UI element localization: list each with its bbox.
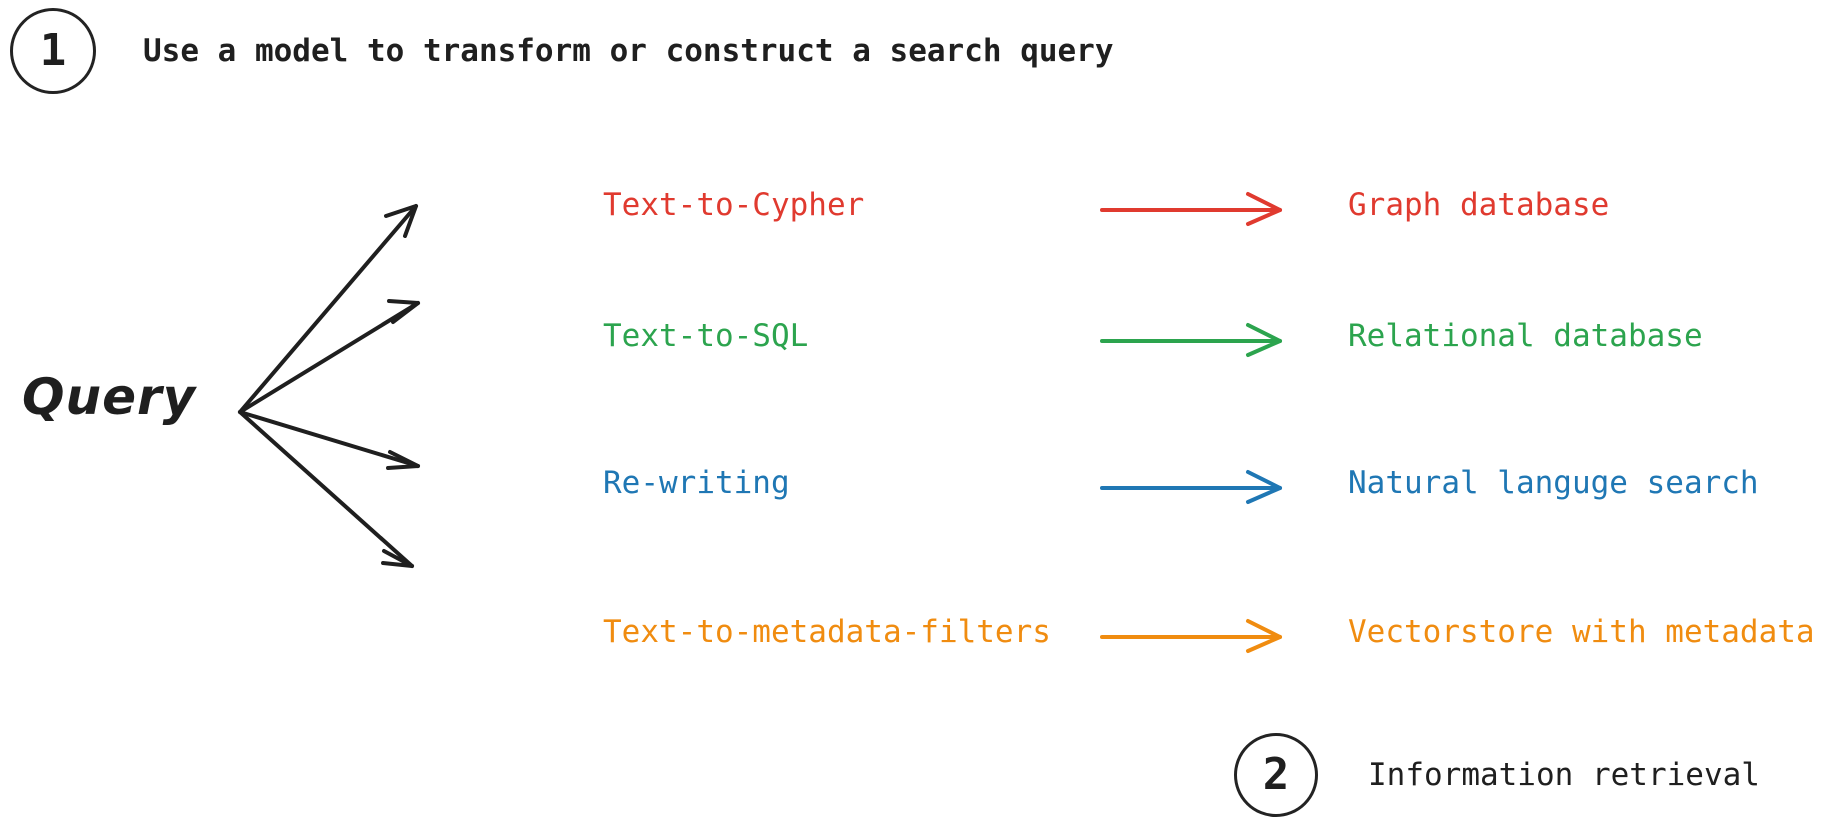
transform-label-re-writing: Re-writing xyxy=(603,465,790,501)
target-label-relational-database: Relational database xyxy=(1348,318,1703,354)
target-label-graph-database: Graph database xyxy=(1348,187,1610,223)
transform-label-text-to-sql: Text-to-SQL xyxy=(603,318,809,354)
step-1-badge: 1 xyxy=(10,8,96,94)
step-2-group: 2 Information retrieval xyxy=(1234,733,1760,817)
target-label-vectorstore-with-metadata: Vectorstore with metadata xyxy=(1348,614,1815,650)
transform-label-text-to-metadata-filters: Text-to-metadata-filters xyxy=(603,614,1051,650)
query-source-label: Query xyxy=(22,368,197,426)
step-2-number: 2 xyxy=(1262,749,1290,800)
pipeline-row: Text-to-metadata-filters Vectorstore wit… xyxy=(0,610,1841,666)
pipeline-row: Text-to-SQL Relational database xyxy=(0,314,1841,370)
pipeline-row: Text-to-Cypher Graph database xyxy=(0,183,1841,239)
transform-label-text-to-cypher: Text-to-Cypher xyxy=(603,187,865,223)
step-1-label: Use a model to transform or construct a … xyxy=(143,33,1114,69)
step-2-badge: 2 xyxy=(1234,733,1318,817)
step-2-label: Information retrieval xyxy=(1368,757,1760,793)
arrow-right-icon xyxy=(1100,192,1282,226)
step-1-number: 1 xyxy=(39,25,67,76)
arrow-right-icon xyxy=(1100,619,1282,653)
arrow-right-icon xyxy=(1100,470,1282,504)
arrow-right-icon xyxy=(1100,323,1282,357)
target-label-natural-language-search: Natural languge search xyxy=(1348,465,1759,501)
pipeline-row: Re-writing Natural languge search xyxy=(0,461,1841,517)
step-1-group: 1 Use a model to transform or construct … xyxy=(10,8,1114,94)
four-way-branch-arrows-icon xyxy=(238,204,420,568)
